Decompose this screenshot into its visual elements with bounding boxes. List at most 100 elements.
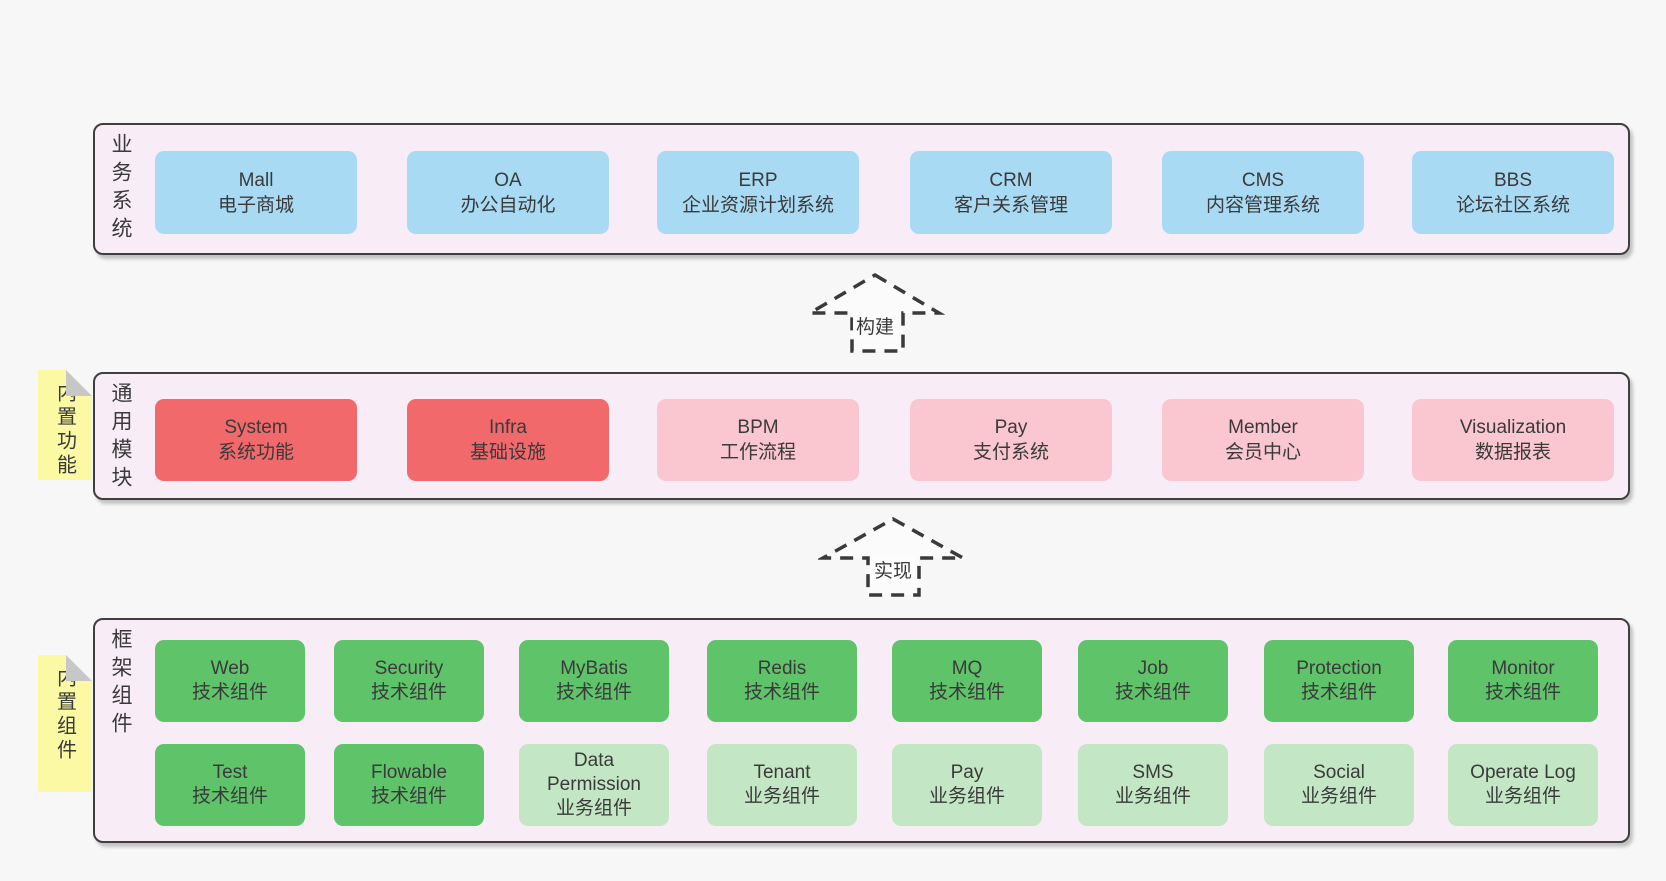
box-pay-module: Pay 支付系统 [910, 399, 1112, 481]
arrow-build: 构建 [805, 272, 945, 354]
box-subtitle: 会员中心 [1224, 442, 1301, 463]
box-operate-log: Operate Log 业务组件 [1448, 744, 1598, 826]
box-subtitle: 工作流程 [719, 442, 796, 463]
box-title: Security [374, 658, 444, 679]
box-title: Flowable [370, 762, 448, 783]
box-member: Member 会员中心 [1162, 399, 1364, 481]
band-components-label: 框架组件 [109, 628, 132, 740]
box-title: ERP [738, 169, 778, 191]
box-monitor: Monitor 技术组件 [1448, 640, 1598, 722]
box-title: System [224, 417, 288, 438]
box-crm: CRM 客户关系管理 [910, 151, 1112, 234]
arrow-implement-label: 实现 [870, 556, 916, 583]
box-subtitle: 内容管理系统 [1205, 194, 1320, 216]
box-title: Redis [757, 658, 807, 679]
box-bbs: BBS 论坛社区系统 [1412, 151, 1614, 234]
box-title: Infra [488, 417, 528, 438]
band-modules-label: 通用模块 [109, 382, 132, 494]
box-title: Social [1313, 762, 1365, 783]
box-subtitle: 数据报表 [1474, 442, 1551, 463]
box-test: Test 技术组件 [155, 744, 305, 826]
box-subtitle: 办公自动化 [460, 194, 556, 216]
box-job: Job 技术组件 [1078, 640, 1228, 722]
box-title: OA [494, 169, 522, 191]
box-redis: Redis 技术组件 [707, 640, 857, 722]
box-subtitle: 技术组件 [1484, 682, 1561, 703]
box-title: Pay [950, 762, 984, 783]
sticky-text: 内置功能 [53, 382, 76, 478]
band-common-modules: 通用模块 System 系统功能 Infra 基础设施 BPM 工作流程 Pay… [93, 372, 1630, 500]
box-title: MQ [951, 658, 983, 679]
box-title: Pay [994, 417, 1028, 438]
box-mybatis: MyBatis 技术组件 [519, 640, 669, 722]
box-title: BPM [737, 417, 779, 438]
box-tenant: Tenant 业务组件 [707, 744, 857, 826]
box-subtitle: 企业资源计划系统 [681, 194, 834, 216]
band-business-systems: 业务系统 Mall 电子商城 OA 办公自动化 ERP 企业资源计划系统 CRM… [93, 123, 1630, 255]
box-cms: CMS 内容管理系统 [1162, 151, 1364, 234]
band-framework-components: 框架组件 Web 技术组件 Security 技术组件 MyBatis 技术组件… [93, 618, 1630, 843]
box-title: Mall [238, 169, 274, 191]
arrow-build-label: 构建 [852, 312, 898, 339]
box-subtitle: 支付系统 [972, 442, 1049, 463]
sticky-text: 内置组件 [53, 667, 76, 763]
box-subtitle: 业务组件 [743, 786, 820, 807]
box-system: System 系统功能 [155, 399, 357, 481]
box-subtitle: 技术组件 [370, 682, 447, 703]
box-title: Member [1228, 417, 1298, 438]
box-flowable: Flowable 技术组件 [334, 744, 484, 826]
box-subtitle: 技术组件 [191, 682, 268, 703]
box-subtitle: 技术组件 [370, 786, 447, 807]
box-oa: OA 办公自动化 [407, 151, 609, 234]
box-subtitle: 系统功能 [217, 442, 294, 463]
box-subtitle: 业务组件 [1114, 786, 1191, 807]
box-subtitle: 技术组件 [1300, 682, 1377, 703]
box-social: Social 业务组件 [1264, 744, 1414, 826]
box-subtitle: 技术组件 [555, 682, 632, 703]
box-subtitle: 业务组件 [928, 786, 1005, 807]
box-title: Operate Log [1470, 762, 1576, 783]
box-subtitle: 技术组件 [191, 786, 268, 807]
box-subtitle: 论坛社区系统 [1455, 194, 1570, 216]
box-data-permission: Data Permission 业务组件 [519, 744, 669, 826]
box-security: Security 技术组件 [334, 640, 484, 722]
box-subtitle: 技术组件 [928, 682, 1005, 703]
folded-corner-icon [66, 655, 92, 681]
box-title: Web [210, 658, 250, 679]
box-subtitle: 技术组件 [743, 682, 820, 703]
box-title: Visualization [1459, 417, 1567, 438]
box-subtitle: 基础设施 [469, 442, 546, 463]
box-subtitle: 业务组件 [1484, 786, 1561, 807]
box-title: Tenant [753, 762, 811, 783]
box-subtitle: 业务组件 [1300, 786, 1377, 807]
sticky-note-built-in-features: 内置功能 [38, 370, 92, 480]
box-mall: Mall 电子商城 [155, 151, 357, 234]
box-title: Test [212, 762, 248, 783]
box-title: CMS [1241, 169, 1285, 191]
box-title: Data Permission [547, 750, 641, 795]
arrow-implement: 实现 [818, 516, 968, 598]
box-pay-component: Pay 业务组件 [892, 744, 1042, 826]
box-web: Web 技术组件 [155, 640, 305, 722]
box-subtitle: 电子商城 [217, 194, 294, 216]
box-title: BBS [1493, 169, 1533, 191]
box-bpm: BPM 工作流程 [657, 399, 859, 481]
box-title: Job [1137, 658, 1169, 679]
box-title: Protection [1296, 658, 1382, 679]
box-visualization: Visualization 数据报表 [1412, 399, 1614, 481]
box-title: SMS [1132, 762, 1174, 783]
box-subtitle: 客户关系管理 [953, 194, 1068, 216]
band-business-label: 业务系统 [109, 133, 132, 245]
box-title: MyBatis [560, 658, 628, 679]
box-erp: ERP 企业资源计划系统 [657, 151, 859, 234]
box-protection: Protection 技术组件 [1264, 640, 1414, 722]
box-subtitle: 技术组件 [1114, 682, 1191, 703]
box-subtitle: 业务组件 [555, 798, 632, 819]
folded-corner-icon [66, 370, 92, 396]
box-infra: Infra 基础设施 [407, 399, 609, 481]
box-sms: SMS 业务组件 [1078, 744, 1228, 826]
box-title: Monitor [1491, 658, 1555, 679]
box-title: CRM [989, 169, 1033, 191]
sticky-note-built-in-components: 内置组件 [38, 655, 92, 792]
